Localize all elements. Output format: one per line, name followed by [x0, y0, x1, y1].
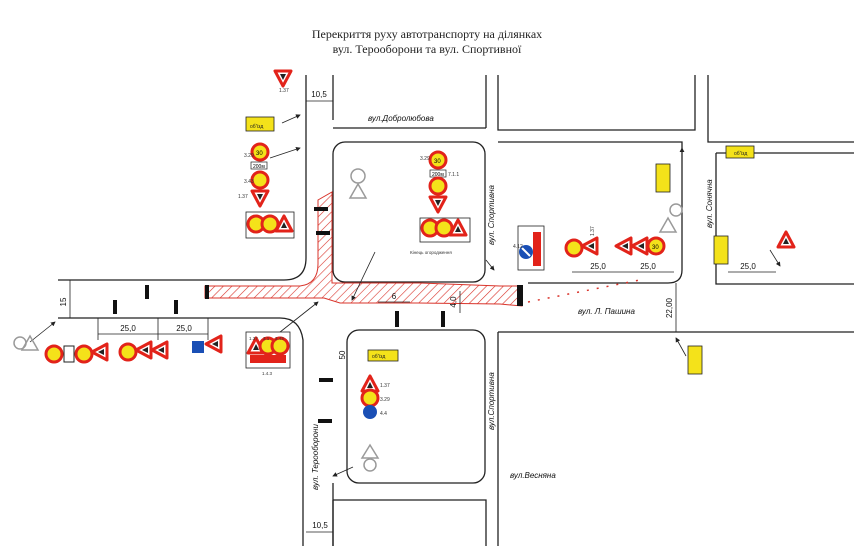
- detour-plate-icon: [725, 145, 755, 159]
- dim-left: 15: [59, 297, 68, 306]
- sign-label-137-nw: 1.37: [238, 194, 248, 200]
- street-pashyna: вул. Л. Пашина: [578, 307, 635, 316]
- detour-plate-icon: [713, 235, 729, 265]
- street-vesniana: вул.Весняна: [510, 471, 556, 480]
- street-sportyvna-south: вул.Спортивна: [487, 372, 496, 430]
- plate-200-1: 200м: [253, 164, 265, 170]
- grey-sign-icon: [13, 168, 683, 472]
- sign-label-329-c: 3.29: [420, 156, 430, 162]
- speed-limit-sign-icon: [74, 344, 94, 364]
- dim-east-1: 25,0: [590, 262, 606, 271]
- sign-label-137-sw: 1.37: [249, 336, 258, 341]
- direction-chevron-plate: [250, 355, 286, 363]
- sign-label-137-s: 1.37: [380, 383, 390, 389]
- dim-west-1: 25,0: [120, 324, 136, 333]
- dim-top: 10,5: [311, 90, 327, 99]
- sign-label-137-top: 1.37: [279, 88, 289, 94]
- plan-title-line-1: Перекриття руху автотранспорту на ділянк…: [311, 27, 543, 41]
- dim-gap-6: 6: [392, 292, 397, 301]
- plan-title-line-2: вул. Терооборони та вул. Спортивної: [332, 42, 522, 56]
- sign-label-44-s: 4.4: [380, 411, 387, 417]
- sign-label-711-c: 7.1.1: [448, 172, 459, 178]
- road-works-sign-icon: [150, 340, 169, 360]
- detour-label-1: обʼїзд: [250, 124, 263, 130]
- dim-bottom: 10,5: [312, 521, 328, 530]
- road-works-sign-icon: [90, 342, 109, 362]
- road-works-sign-icon: [630, 236, 649, 256]
- teroborony-west-edge-south: [58, 317, 304, 546]
- street-dobroliubova: вул.Добролюбова: [368, 114, 434, 123]
- block-north-centre: [332, 141, 486, 283]
- road-works-sign-icon: [580, 236, 599, 256]
- keep-left-sign-icon: [192, 341, 204, 353]
- road-works-sign-icon: [428, 195, 448, 214]
- detour-plate-icon: [367, 349, 399, 362]
- dim-gap-4: 4,0: [449, 296, 458, 308]
- speed-value-1: 30: [256, 151, 263, 157]
- road-works-sign-icon: [614, 236, 633, 256]
- dimension-lines: [69, 100, 776, 533]
- block-south-centre: [346, 329, 486, 484]
- street-teroborony: вул. Терооборони: [311, 424, 320, 490]
- closed-road-zone: [204, 191, 523, 307]
- block-north-east: [498, 141, 683, 284]
- sign-label-412: 4.12: [513, 244, 523, 250]
- speed-limit-sign-icon: [118, 342, 138, 362]
- no-entry-sign-icon: [44, 344, 64, 364]
- direction-arrow-icon: [63, 345, 75, 363]
- dim-far-east: 25,0: [740, 262, 756, 271]
- speed-limit-sign-icon: [360, 388, 380, 408]
- street-sportyvna-north: вул. Спортивна: [487, 184, 496, 245]
- sign-label-137-ne: 1.37: [590, 226, 596, 236]
- no-overtaking-sign-icon: [250, 170, 270, 190]
- road-works-sign-icon: [250, 189, 270, 208]
- detour-label-2: обʼїзд: [734, 151, 747, 157]
- speed-value-2: 30: [434, 159, 441, 165]
- road-works-sign-icon: [273, 69, 293, 88]
- barrier-blocks: [113, 207, 523, 423]
- road-works-sign-icon: [134, 340, 153, 360]
- teroborony-west-edge-north: [58, 75, 307, 281]
- sign-label-343-sw: 3.43: [275, 336, 284, 341]
- sign-label-329-nw: 3.29: [244, 153, 254, 159]
- sign-label-329-s: 3.29: [380, 397, 390, 403]
- road-works-sign-icon: [776, 230, 796, 249]
- dim-offset-50: 50: [338, 350, 347, 359]
- dim-west-2: 25,0: [176, 324, 192, 333]
- detour-plate-icon: [655, 163, 671, 193]
- speed-value-3: 30: [652, 245, 659, 251]
- plate-200-2: 200м: [432, 172, 444, 178]
- direction-chevron-plate: [533, 232, 541, 266]
- dim-east-2: 25,0: [640, 262, 656, 271]
- sign-label-343-nw: 3.43: [244, 179, 254, 185]
- no-overtaking-sign-icon: [428, 176, 448, 196]
- dim-pashyna: 22,00: [665, 297, 674, 318]
- detour-plate-icon: [687, 345, 703, 375]
- sign-label-143: 1.4.3: [262, 371, 273, 376]
- direction-arrow-icon: [363, 405, 377, 419]
- detour-label-3: обʼїзд: [372, 354, 385, 360]
- detour-plate-icon: [245, 116, 275, 132]
- sign-label-31-sw: 3.1: [263, 336, 270, 341]
- no-overtaking-sign-icon: [564, 238, 584, 258]
- hatched-area: [204, 191, 523, 307]
- zone-end-note: Кінець огородження: [410, 250, 452, 255]
- street-soniachna: вул. Сонячна: [705, 179, 714, 228]
